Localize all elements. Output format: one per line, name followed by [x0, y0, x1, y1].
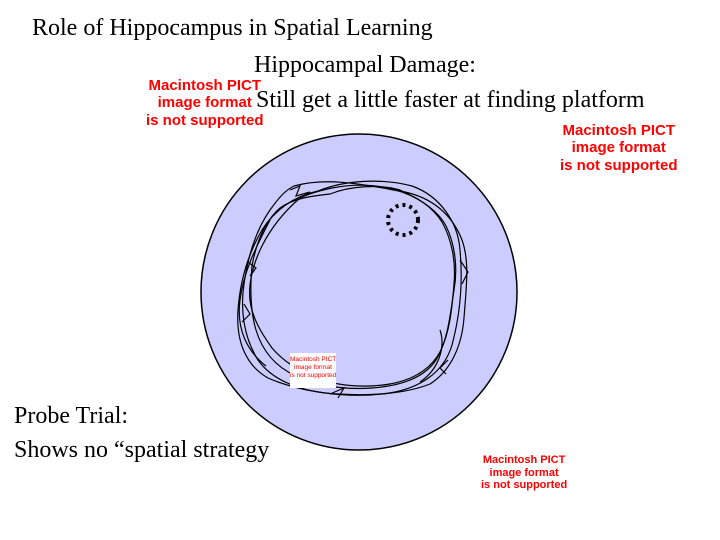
probe-trial-label: Probe Trial:	[14, 403, 129, 429]
placeholder-line-2: image format	[489, 466, 559, 479]
placeholder-line-1: Macintosh PICT	[482, 454, 566, 466]
placeholder-line-1: Macintosh PICT	[562, 122, 675, 139]
probe-trial-description: Shows no “spatial strategy	[14, 437, 270, 463]
placeholder-line-1: Macintosh PICT	[148, 77, 261, 94]
placeholder-line-2: image format	[571, 139, 666, 157]
platform-location	[386, 203, 420, 237]
slide-title: Role of Hippocampus in Spatial Learning	[32, 15, 433, 41]
placeholder-line-3: is not supported	[481, 479, 568, 492]
placeholder-line-2: image format	[157, 94, 252, 112]
unsupported-image-placeholder: Macintosh PICT image format is not suppo…	[481, 454, 567, 492]
unsupported-image-placeholder: Macintosh PICT image format is not suppo…	[146, 77, 264, 129]
placeholder-line-2: image format	[294, 364, 332, 372]
placeholder-line-3: is not supported	[290, 372, 337, 380]
subtitle-line-1: Hippocampal Damage:	[254, 52, 476, 78]
swim-path	[237, 180, 469, 399]
unsupported-image-placeholder: Macintosh PICT image format is not suppo…	[290, 353, 336, 388]
placeholder-line-3: is not supported	[146, 111, 264, 129]
placeholder-line-1: Macintosh PICT	[290, 356, 337, 363]
water-pool	[200, 133, 518, 451]
subtitle-line-2: Still get a little faster at finding pla…	[256, 87, 645, 113]
placeholder-line-3: is not supported	[560, 156, 678, 174]
unsupported-image-placeholder: Macintosh PICT image format is not suppo…	[560, 122, 678, 174]
